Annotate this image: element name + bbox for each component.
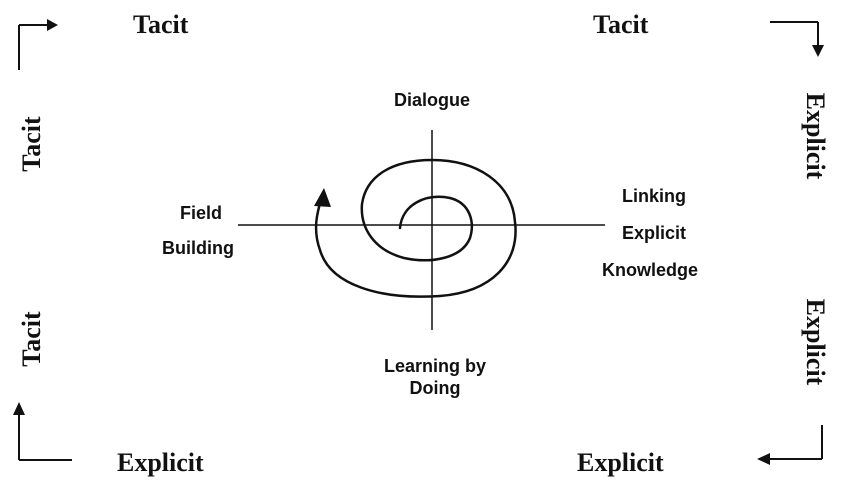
label-top-right-tacit: Tacit [593, 10, 649, 39]
building-text: Building [162, 238, 234, 258]
label-left-upper-tacit: Tacit [17, 116, 46, 172]
corner-arrow-bottom-left [13, 402, 72, 461]
doing-text: Doing [409, 378, 461, 398]
label-top-left-tacit: Tacit [133, 10, 189, 39]
label-left-lower-tacit: Tacit [17, 311, 46, 367]
mode-label-field-building: Field Building [162, 196, 234, 266]
mode-label-learning-by-doing: Learning by Doing [355, 355, 515, 399]
linking-text: Linking [622, 186, 686, 206]
dialogue-text: Dialogue [393, 90, 470, 110]
label-right-upper-explicit: Explicit [801, 92, 830, 180]
label-bottom-right-explicit: Explicit [577, 448, 664, 477]
corner-arrow-bottom-right [757, 425, 823, 465]
label-bottom-left-explicit: Explicit [117, 448, 204, 477]
explicit-text: Explicit [622, 223, 687, 243]
knowledge-text: Knowledge [602, 260, 699, 280]
corner-arrow-top-left [18, 19, 58, 70]
knowledge-spiral [314, 158, 517, 298]
mode-label-dialogue: Dialogue [372, 90, 492, 112]
spiral-arrowhead [314, 188, 331, 207]
learning-by-text: Learning by [383, 356, 486, 376]
mode-label-linking-explicit-knowledge: Linking Explicit Knowledge [602, 178, 698, 289]
label-right-lower-explicit: Explicit [801, 298, 830, 386]
field-text: Field [180, 203, 223, 223]
corner-arrow-top-right [770, 21, 824, 57]
